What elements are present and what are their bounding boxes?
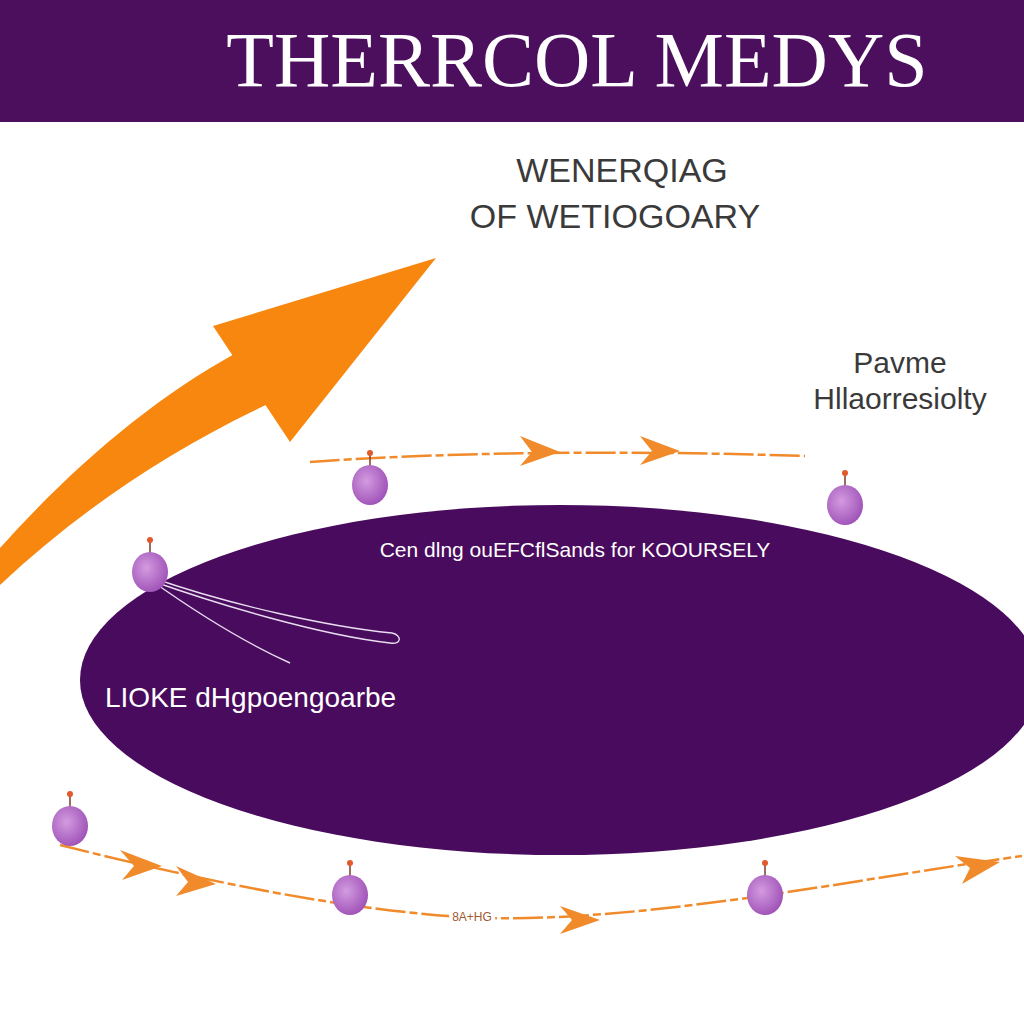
bulb bbox=[332, 860, 368, 915]
top-flow-line bbox=[310, 453, 805, 462]
bottom-flow-line bbox=[60, 845, 1022, 918]
arrow-head bbox=[520, 436, 560, 466]
big-arrow-body bbox=[0, 352, 268, 585]
title: THERRCOL MEDYS bbox=[0, 14, 1024, 106]
ellipse-shape bbox=[80, 505, 1024, 855]
arrow-head bbox=[176, 866, 216, 896]
arrow-head bbox=[120, 850, 162, 880]
node-text: LIOKE dHgpoengoarbe bbox=[105, 681, 396, 715]
bulb bbox=[52, 791, 88, 846]
leader-line bbox=[152, 581, 290, 663]
label: Pavme Hllaorresiolty bbox=[784, 345, 1016, 417]
label: OF WETIOGOARY bbox=[405, 196, 825, 237]
leader-line bbox=[150, 577, 399, 643]
arrow-head bbox=[640, 436, 680, 465]
node-text: Cen dlng ouEFCflSands for KOOURSELY bbox=[380, 537, 771, 562]
label: WENERQIAG bbox=[462, 150, 782, 191]
bulb bbox=[747, 860, 783, 915]
ellipse-node: Cen dlng ouEFCflSands for KOOURSELY LIOKE… bbox=[80, 505, 1024, 855]
big-arrow-head bbox=[213, 258, 436, 442]
bulb bbox=[827, 470, 863, 525]
bulb bbox=[352, 450, 388, 505]
arrow-head bbox=[955, 856, 1000, 884]
label: 8A+HG bbox=[449, 910, 495, 924]
arrow-head bbox=[560, 906, 600, 934]
